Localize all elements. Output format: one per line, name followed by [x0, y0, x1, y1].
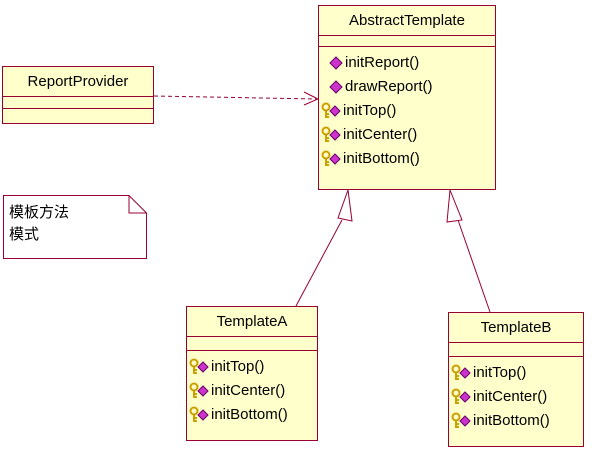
note[interactable]: 模板方法 模式: [3, 195, 147, 259]
operation-row[interactable]: initBottom(): [451, 409, 583, 433]
template-b-class[interactable]: TemplateB initTop() initCenter() initBotto…: [448, 312, 584, 447]
operation-row[interactable]: initTop(): [451, 361, 583, 385]
report-provider-class[interactable]: ReportProvider: [2, 66, 154, 124]
operation-label: initBottom(): [211, 406, 288, 423]
class-name: TemplateB: [449, 313, 583, 343]
operation-label: drawReport(): [345, 78, 433, 95]
protected-method-key-icon: [451, 388, 471, 404]
operation-label: initBottom(): [473, 412, 550, 429]
operation-row[interactable]: initCenter(): [321, 123, 495, 147]
operation-row[interactable]: drawReport(): [321, 75, 495, 99]
attributes-compartment: [319, 36, 495, 47]
protected-method-key-icon: [321, 102, 341, 118]
operation-label: initReport(): [345, 54, 420, 71]
operations-compartment: initReport() drawReport() initTop() initCen…: [319, 47, 495, 171]
operation-label: initTop(): [473, 364, 527, 381]
protected-method-key-icon: [189, 358, 209, 374]
operations-compartment: initTop() initCenter() initBottom(): [449, 357, 583, 433]
operation-row[interactable]: initTop(): [189, 355, 317, 379]
operations-compartment: initTop() initCenter() initBottom(): [187, 351, 317, 427]
protected-method-key-icon: [189, 382, 209, 398]
attributes-compartment: [187, 337, 317, 351]
operation-row[interactable]: initBottom(): [321, 147, 495, 171]
operation-label: initBottom(): [343, 150, 420, 167]
class-name: AbstractTemplate: [319, 6, 495, 36]
protected-method-key-icon: [451, 364, 471, 380]
attributes-compartment: [3, 97, 153, 109]
operation-label: initTop(): [343, 102, 397, 119]
operation-row[interactable]: initReport(): [321, 51, 495, 75]
operation-label: initTop(): [211, 358, 265, 375]
dependency-line: [153, 95, 317, 100]
operations-compartment: [3, 109, 153, 117]
operation-label: initCenter(): [211, 382, 286, 399]
note-shape: [3, 195, 147, 259]
generalization-triangle-b: [446, 189, 463, 223]
operation-row[interactable]: initBottom(): [189, 403, 317, 427]
protected-method-key-icon: [321, 126, 341, 142]
operation-label: initCenter(): [473, 388, 548, 405]
protected-method-key-icon: [189, 406, 209, 422]
generalization-line-a: [295, 219, 343, 307]
operation-row[interactable]: initCenter(): [189, 379, 317, 403]
note-text-line-1: 模板方法: [9, 203, 70, 221]
protected-method-key-icon: [321, 150, 341, 166]
protected-method-key-icon: [451, 412, 471, 428]
abstract-template-class[interactable]: AbstractTemplate initReport() drawReport(…: [318, 5, 496, 190]
attributes-compartment: [449, 343, 583, 357]
class-name: TemplateA: [187, 307, 317, 337]
generalization-line-b: [457, 219, 491, 313]
operation-label: initCenter(): [343, 126, 418, 143]
operation-row[interactable]: initTop(): [321, 99, 495, 123]
operation-row[interactable]: initCenter(): [451, 385, 583, 409]
public-method-icon: [329, 56, 343, 70]
class-name: ReportProvider: [3, 67, 153, 97]
generalization-triangle-a: [337, 189, 353, 222]
template-a-class[interactable]: TemplateA initTop() initCenter() initBotto…: [186, 306, 318, 441]
public-method-icon: [329, 80, 343, 94]
note-text-line-2: 模式: [9, 225, 40, 243]
